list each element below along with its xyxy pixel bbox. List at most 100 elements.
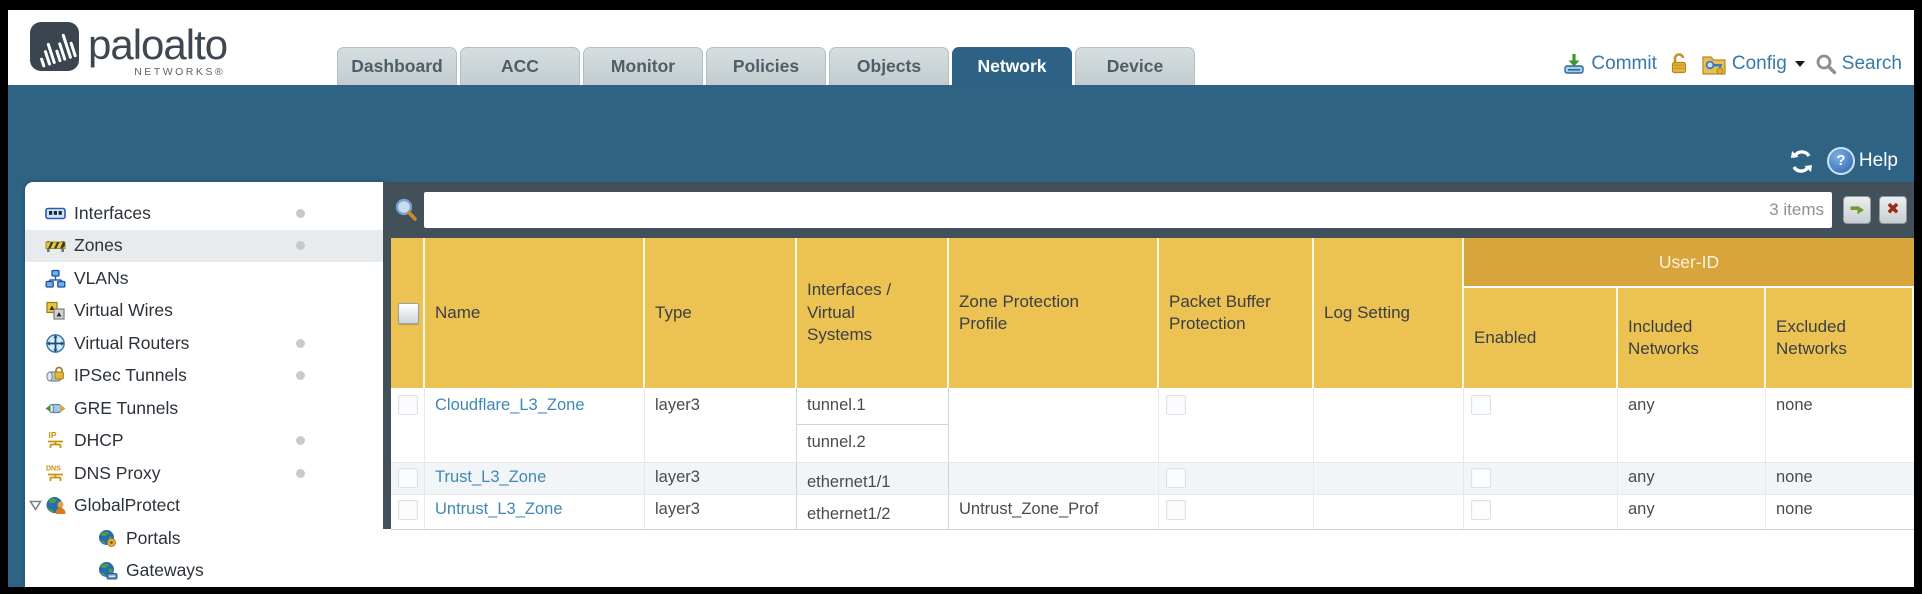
- app-window: paloalto NETWORKS® Dashboard ACC Monitor…: [8, 10, 1914, 587]
- zone-protection-cell: [949, 388, 1159, 462]
- expand-triangle-icon: [29, 500, 42, 512]
- zone-name-link[interactable]: Trust_L3_Zone: [435, 468, 547, 486]
- refresh-icon[interactable]: [1788, 148, 1815, 175]
- row-checkbox[interactable]: [398, 468, 418, 488]
- commit-button[interactable]: Commit: [1562, 52, 1657, 76]
- paloalto-logo-icon: [30, 22, 79, 71]
- apply-filter-button[interactable]: [1843, 196, 1871, 224]
- col-header-zone-protection-profile[interactable]: Zone Protection Profile: [949, 238, 1159, 388]
- clear-filter-button[interactable]: ✖: [1879, 196, 1907, 224]
- sidebar-item-label: DNS Proxy: [74, 462, 161, 483]
- filter-search-icon: [395, 198, 417, 221]
- enabled-checkbox[interactable]: [1471, 500, 1491, 520]
- sidebar-item-virtual-routers[interactable]: Virtual Routers: [25, 327, 383, 360]
- enabled-checkbox[interactable]: [1471, 395, 1491, 415]
- search-button[interactable]: Search: [1815, 53, 1902, 75]
- col-header-excluded-networks[interactable]: Excluded Networks: [1766, 238, 1914, 388]
- select-all-checkbox[interactable]: [398, 302, 419, 324]
- network-sidebar: Interfaces Zones: [25, 182, 383, 587]
- table-row[interactable]: Cloudflare_L3_Zone layer3 tunnel.1 tunne…: [391, 388, 1914, 462]
- gateways-icon: [99, 562, 118, 580]
- portals-icon: [99, 529, 116, 547]
- tab-objects[interactable]: Objects: [829, 47, 949, 85]
- main-tabs: Dashboard ACC Monitor Policies Objects N…: [337, 47, 1195, 85]
- sidebar-item-interfaces[interactable]: Interfaces: [25, 197, 383, 230]
- items-count-label: 3 items: [1769, 200, 1824, 219]
- col-header-packet-buffer-protection[interactable]: Packet Buffer Protection: [1159, 238, 1314, 388]
- sidebar-item-dns-proxy[interactable]: DNS DNS Proxy: [25, 457, 383, 490]
- zone-type-cell: layer3: [645, 495, 797, 529]
- row-checkbox[interactable]: [398, 500, 418, 520]
- col-header-interfaces[interactable]: Interfaces / Virtual Systems: [797, 238, 949, 388]
- sidebar-item-label: IPSec Tunnels: [74, 365, 187, 386]
- table-row[interactable]: Untrust_L3_Zone layer3 ethernet1/2 Untru…: [391, 494, 1914, 530]
- sidebar-item-portals[interactable]: Portals: [25, 522, 383, 555]
- zones-panel: 3 items ✖: [383, 182, 1914, 530]
- sidebar-item-globalprotect[interactable]: GlobalProtect: [25, 490, 383, 523]
- tab-acc[interactable]: ACC: [460, 47, 580, 85]
- config-caret-icon: [1794, 61, 1805, 67]
- zone-name-link[interactable]: Cloudflare_L3_Zone: [435, 396, 585, 414]
- table-row[interactable]: Trust_L3_Zone layer3 ethernet1/1 any non…: [391, 462, 1914, 494]
- tab-dashboard[interactable]: Dashboard: [337, 47, 457, 85]
- red-x-icon: ✖: [1886, 201, 1900, 218]
- interface-value: tunnel.2: [807, 433, 866, 451]
- tab-network[interactable]: Network: [952, 47, 1072, 85]
- sidebar-item-gateways[interactable]: Gateways: [25, 555, 383, 588]
- status-dot: [296, 338, 305, 348]
- zone-name-link[interactable]: Untrust_L3_Zone: [435, 500, 563, 518]
- tab-monitor[interactable]: Monitor: [583, 47, 703, 85]
- top-header: paloalto NETWORKS® Dashboard ACC Monitor…: [8, 10, 1914, 85]
- ipsec-tunnels-icon: [46, 366, 64, 382]
- zone-type-cell: layer3: [645, 388, 797, 462]
- col-header-name[interactable]: Name: [425, 238, 645, 388]
- status-dot: [296, 436, 305, 446]
- sidebar-item-label: VLANs: [74, 267, 129, 288]
- search-icon: [1816, 54, 1836, 75]
- status-dot: [296, 241, 305, 251]
- commit-icon: [1564, 54, 1585, 74]
- packet-buffer-checkbox[interactable]: [1166, 395, 1186, 415]
- config-icon: [1702, 56, 1726, 75]
- col-header-log-setting[interactable]: Log Setting: [1314, 238, 1464, 388]
- packet-buffer-checkbox[interactable]: [1166, 500, 1186, 520]
- sidebar-item-virtual-wires[interactable]: Virtual Wires: [25, 295, 383, 328]
- sidebar-item-gre-tunnels[interactable]: GRE Tunnels: [25, 392, 383, 425]
- col-header-included-networks[interactable]: Included Networks: [1618, 238, 1766, 388]
- sidebar-item-vlans[interactable]: VLANs: [25, 262, 383, 295]
- tab-device[interactable]: Device: [1075, 47, 1195, 85]
- sidebar-item-dhcp[interactable]: IP DHCP: [25, 425, 383, 458]
- table-header: Name Type Interfaces / Virtual Systems Z…: [391, 238, 1914, 388]
- help-button[interactable]: ? Help: [1826, 147, 1898, 175]
- logo-brand-text: paloalto: [88, 21, 228, 68]
- filter-input[interactable]: [424, 192, 1832, 228]
- sidebar-item-label: Virtual Wires: [74, 300, 173, 321]
- col-header-type[interactable]: Type: [645, 238, 797, 388]
- dns-proxy-icon: DNS: [46, 465, 63, 481]
- enabled-checkbox[interactable]: [1471, 468, 1491, 488]
- zones-icon: [45, 241, 66, 253]
- sidebar-item-zones[interactable]: Zones: [25, 229, 383, 262]
- zone-interfaces-cell: tunnel.1 tunnel.2: [796, 388, 949, 462]
- sidebar-item-label: DHCP: [74, 430, 124, 451]
- commit-label: Commit: [1591, 53, 1657, 74]
- sidebar-item-ipsec-tunnels[interactable]: IPSec Tunnels: [25, 360, 383, 393]
- log-setting-cell: [1314, 388, 1464, 462]
- zone-protection-cell: Untrust_Zone_Prof: [949, 495, 1159, 529]
- interface-value: tunnel.1: [797, 388, 948, 425]
- lock-icon[interactable]: [1667, 52, 1691, 76]
- zone-type-cell: layer3: [645, 463, 797, 494]
- log-setting-cell: [1314, 495, 1464, 529]
- included-networks-cell: any: [1618, 463, 1766, 494]
- select-all-cell: [391, 238, 425, 388]
- config-menu[interactable]: Config: [1701, 52, 1805, 76]
- green-arrow-icon: [1850, 205, 1864, 215]
- help-icon: ?: [1826, 147, 1855, 175]
- included-networks-cell: any: [1618, 495, 1766, 529]
- tab-policies[interactable]: Policies: [706, 47, 826, 85]
- col-header-enabled[interactable]: Enabled: [1464, 238, 1618, 388]
- row-checkbox[interactable]: [398, 395, 418, 415]
- packet-buffer-checkbox[interactable]: [1166, 468, 1186, 488]
- sidebar-item-label: GlobalProtect: [74, 495, 181, 516]
- sidebar-item-label: Portals: [126, 527, 181, 548]
